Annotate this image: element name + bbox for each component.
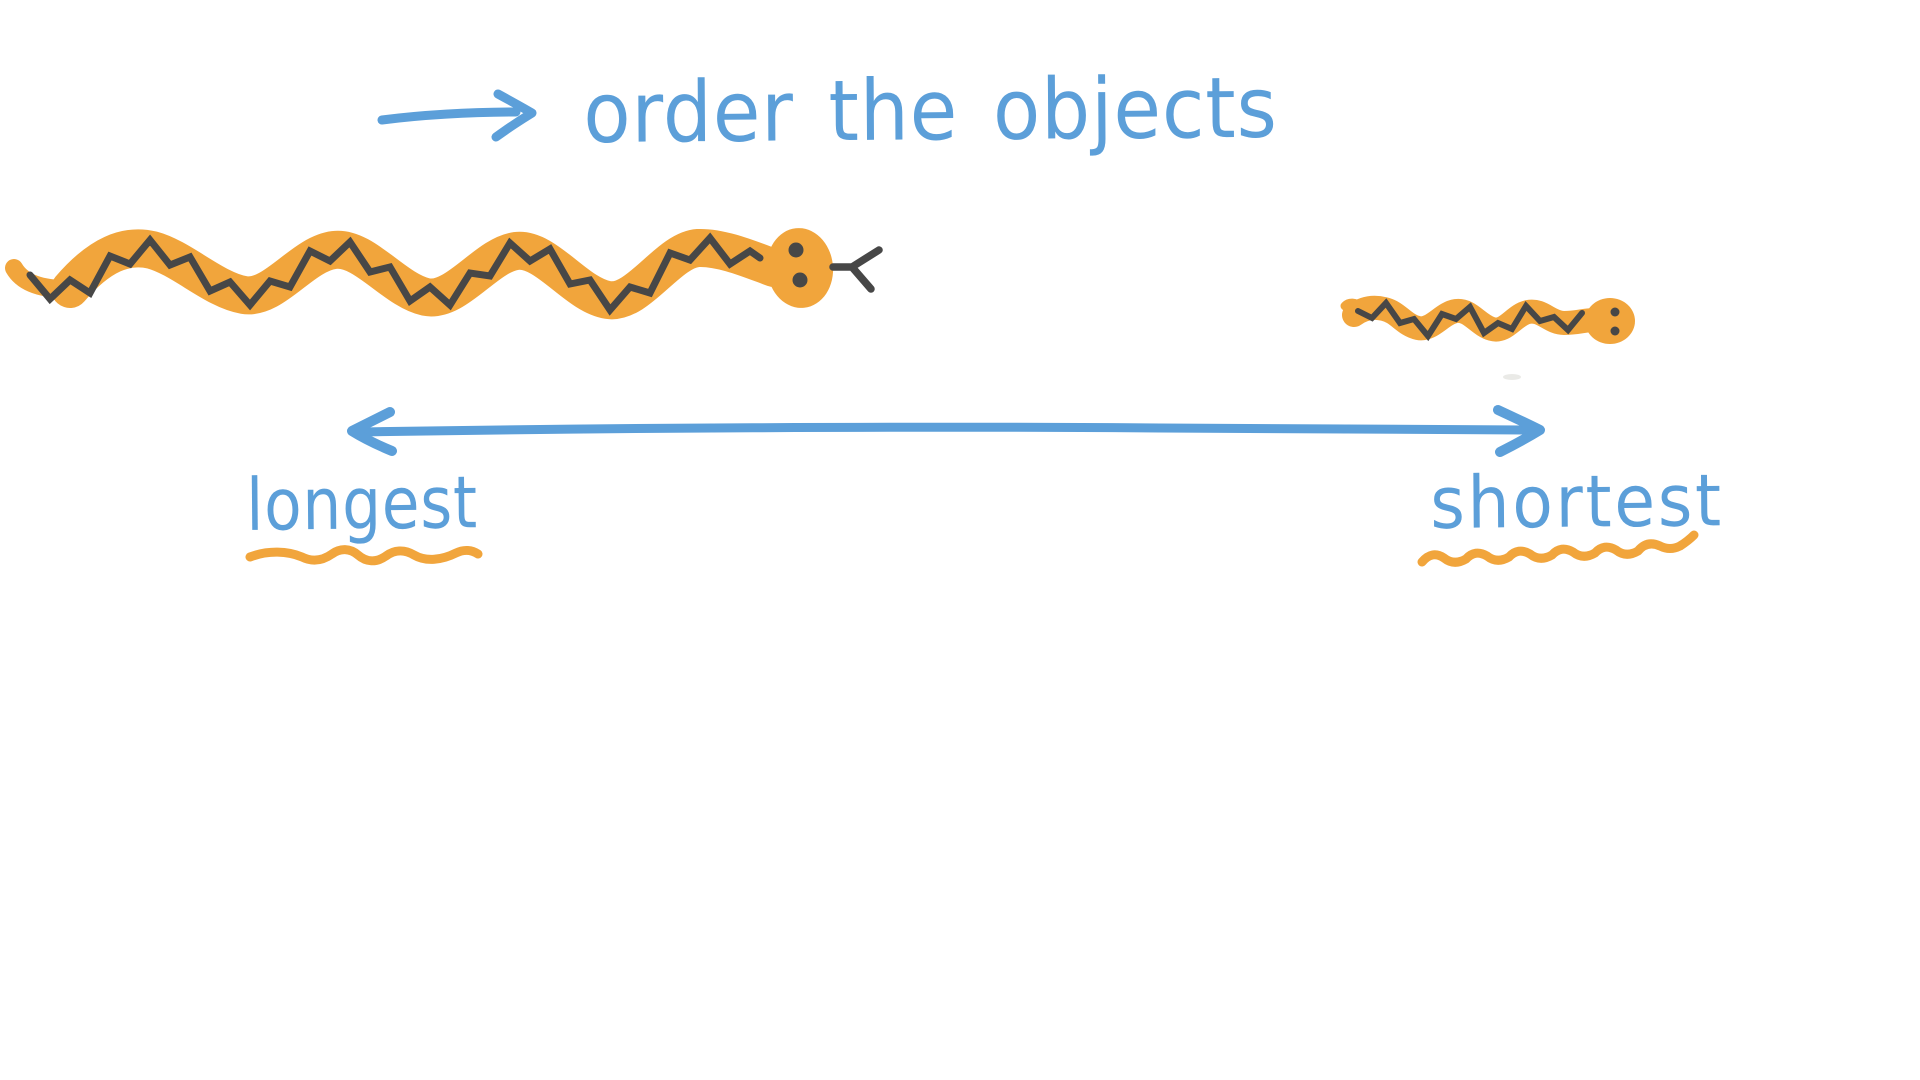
title-right-arrow-icon — [377, 89, 537, 142]
title-arrow-head — [491, 89, 537, 142]
short-snake-drawing — [1340, 295, 1635, 344]
short-snake-eye — [1610, 307, 1620, 317]
axis-arrow-head-right — [1493, 405, 1545, 457]
axis-arrow-shaft — [351, 422, 1535, 437]
length-axis-double-headed-arrow-icon — [347, 405, 1545, 457]
long-snake-stripe-pattern — [26, 232, 764, 316]
short-snake-head — [1585, 298, 1635, 344]
long-snake-eye — [792, 272, 808, 288]
page-title: order the objects — [582, 58, 1279, 162]
smudge-mark — [1503, 374, 1521, 380]
shortest-underline — [1417, 530, 1699, 567]
axis-arrow-head-left — [347, 407, 397, 456]
long-snake-eye — [788, 242, 804, 258]
longest-underline — [245, 545, 483, 566]
title-arrow-shaft — [377, 107, 521, 125]
short-snake-eye — [1610, 326, 1620, 336]
long-snake-tongue — [829, 246, 883, 293]
long-snake-head — [766, 228, 834, 308]
label-longest: longest — [245, 460, 479, 547]
short-snake-stripe-pattern — [1355, 298, 1585, 342]
long-snake-drawing — [5, 228, 883, 320]
label-shortest: shortest — [1429, 458, 1725, 545]
